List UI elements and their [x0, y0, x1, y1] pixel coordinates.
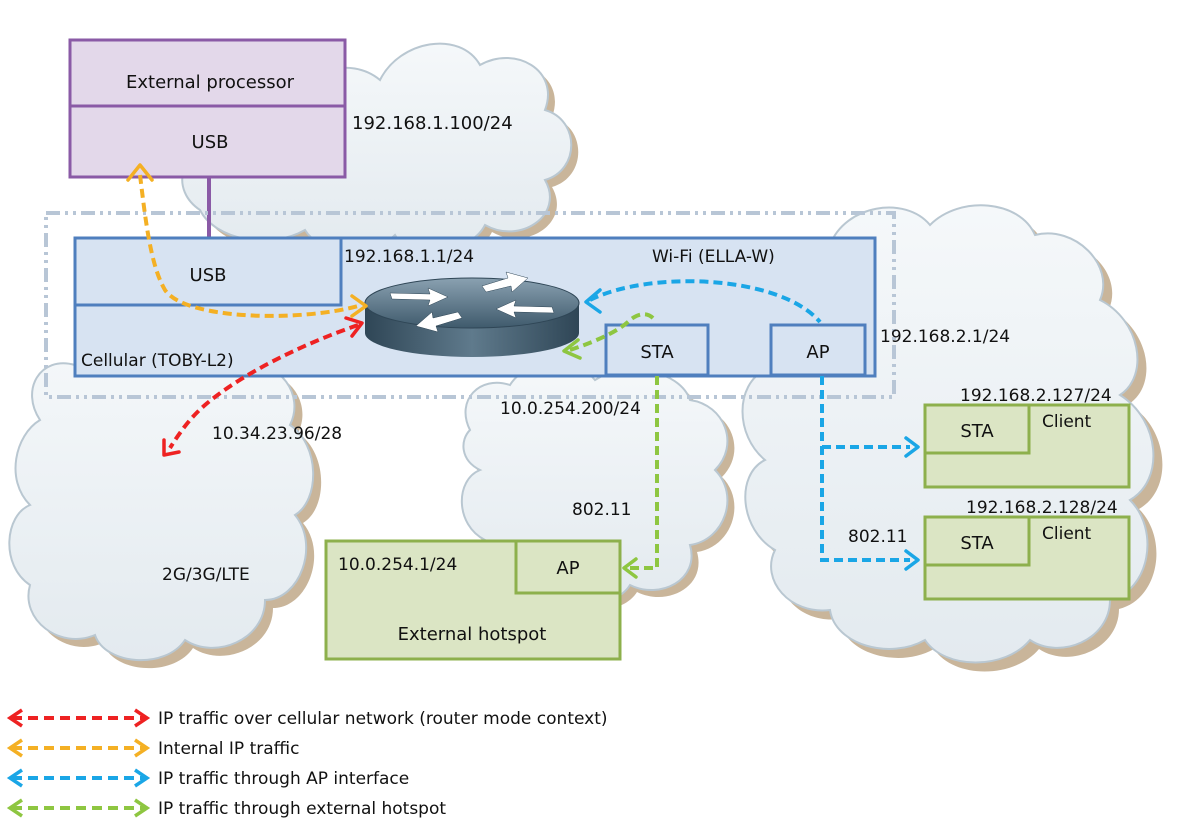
legend-item-internal: Internal IP traffic: [6, 738, 299, 759]
client-2-sta-box: [923, 515, 1031, 567]
hotspot-ap-label: AP: [556, 558, 579, 579]
router-ip: 192.168.1.1/24: [344, 247, 474, 267]
processor-ip: 192.168.1.100/24: [352, 113, 513, 134]
client-2-link-label: 802.11: [848, 527, 907, 547]
arrowhead-ap-router: [584, 288, 602, 314]
legend: IP traffic over cellular network (router…: [6, 708, 608, 819]
ap-ip: 192.168.2.1/24: [880, 327, 1010, 347]
hotspot-title: External hotspot: [398, 624, 547, 645]
traffic-cellular: [168, 323, 359, 450]
arrowhead-cellular-router: [344, 316, 364, 338]
client-2-ip: 192.168.2.128/24: [966, 498, 1118, 518]
cloud-processor-lan: [181, 42, 579, 259]
processor-usb-label: USB: [192, 132, 229, 153]
cellular-module-label: Cellular (TOBY-L2): [81, 351, 234, 371]
arrowhead-ap-client-1: [904, 436, 920, 458]
cellular-network-label: 2G/3G/LTE: [162, 565, 250, 585]
client-1-sta-box: [923, 403, 1031, 455]
sta-ip: 10.0.254.200/24: [500, 399, 641, 419]
arrowhead-internal-top: [126, 163, 154, 182]
cloud-cellular: [8, 338, 322, 669]
traffic-hotspot-link: [628, 376, 659, 570]
hotspot-ip: 10.0.254.1/24: [338, 555, 457, 575]
processor-title: External processor: [126, 72, 295, 93]
traffic-hotspot-router: [569, 312, 658, 352]
module-ap-box: [769, 323, 867, 377]
arrowhead-internal-router: [350, 294, 368, 318]
traffic-ap-clients: [820, 376, 910, 562]
module-sta-box: [604, 323, 710, 377]
client-2-label: Client: [1042, 524, 1092, 544]
hotspot-ap-box: [514, 539, 622, 595]
client-1-label: Client: [1042, 412, 1092, 432]
legend-ap-text: IP traffic through AP interface: [158, 769, 409, 789]
legend-item-ap: IP traffic through AP interface: [6, 768, 409, 789]
arrowhead-ap-client-2: [904, 549, 920, 571]
router-icon: [364, 271, 580, 357]
client-2: STA Client: [923, 515, 1131, 601]
wifi-module-label: Wi-Fi (ELLA-W): [652, 247, 775, 267]
external-hotspot: AP 10.0.254.1/24 External hotspot: [324, 539, 622, 661]
client-1-sta-label: STA: [960, 421, 994, 442]
legend-item-hotspot: IP traffic through external hotspot: [6, 798, 446, 819]
legend-cellular-text: IP traffic over cellular network (router…: [158, 709, 608, 729]
cellular-ip: 10.34.23.96/28: [212, 424, 342, 444]
module-ap-label: AP: [806, 342, 829, 363]
system-boundary: [44, 211, 896, 399]
client-1: STA Client: [923, 403, 1131, 489]
hotspot-link-label: 802.11: [572, 500, 631, 520]
external-processor: External processor USB: [68, 38, 347, 179]
legend-hotspot-text: IP traffic through external hotspot: [158, 799, 446, 819]
legend-item-cellular: IP traffic over cellular network (router…: [6, 708, 608, 729]
arrowhead-hotspot-ap: [622, 557, 638, 579]
arrowhead-hotspot-router: [562, 338, 582, 360]
legend-internal-text: Internal IP traffic: [158, 739, 299, 759]
arrowhead-cellular-network: [162, 438, 181, 457]
client-1-ip: 192.168.2.127/24: [960, 386, 1112, 406]
module-sta-label: STA: [640, 342, 674, 363]
traffic-ap-router: [589, 279, 822, 324]
client-2-sta-label: STA: [960, 533, 994, 554]
module-usb-label: USB: [190, 265, 227, 286]
traffic-internal: [138, 174, 359, 318]
